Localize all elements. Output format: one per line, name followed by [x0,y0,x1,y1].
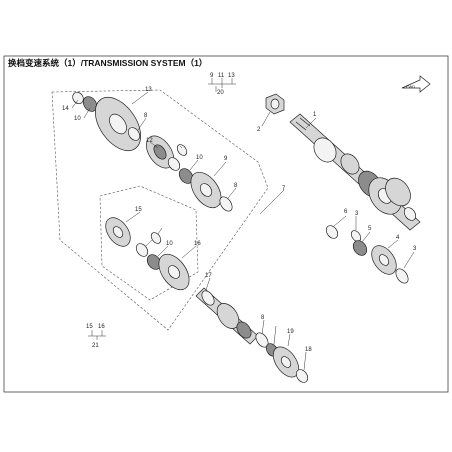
callout-8-upper: 8 [144,113,148,119]
countershaft [195,287,259,345]
washer-8-upper [127,127,141,141]
gear-19-bore [280,356,292,368]
callout-15-bottom: 15 [86,324,93,330]
callout-13-top: 13 [228,73,235,79]
callout-10-lower: 10 [166,241,173,247]
callout-12: 12 [146,138,153,144]
callout-15-gear: 15 [135,207,142,213]
callout-5: 5 [368,226,372,232]
callout-3-upper: 3 [355,211,359,217]
washer-14 [72,91,84,105]
washer-3-lower [395,268,409,284]
bearing-10-lower [146,254,162,270]
callout-8-lower: 8 [261,315,265,321]
main-shaft [289,113,421,231]
shaft-nut [265,93,285,115]
callout-16-bottom: 16 [98,324,105,330]
leader-lines [71,78,415,371]
bearing-10-upper [82,96,98,112]
callout-19: 19 [287,329,294,335]
callout-10-top: 10 [74,116,81,122]
callout-13-gear: 13 [145,87,152,93]
callout-6: 6 [344,209,348,215]
callout-3-lower: 3 [413,246,417,252]
diagram-title: 换档变速系统（1）/TRANSMISSION SYSTEM（1） [8,58,207,68]
washer-6 [325,225,339,239]
callout-2: 2 [257,127,261,133]
washer-18 [295,369,309,383]
callout-1: 1 [313,112,317,118]
gear-15-bore [112,226,124,238]
callout-17: 17 [205,273,212,279]
washer-8-middle [135,243,149,257]
callout-9-top: 9 [210,73,214,79]
callout-21: 21 [92,343,99,349]
gear-9-bore [199,183,213,197]
callout-18: 18 [305,347,312,353]
callout-20: 20 [217,90,224,96]
callout-11: 11 [218,73,225,79]
washer-upper-group [167,157,181,171]
diagram-frame [3,55,449,393]
hub-12-core [153,144,167,160]
washer-8-right [219,196,233,212]
washer-3-group [176,144,188,156]
washer-3-middle [150,232,162,244]
callout-16-gear: 16 [194,241,201,247]
callout-8-right: 8 [234,183,238,189]
callout-10-middle: 10 [196,155,203,161]
callout-4: 4 [396,235,400,241]
fwd-arrow-icon: FWD [401,75,431,93]
callout-14: 14 [62,106,69,112]
gear-16-bore [167,265,181,279]
callout-9-gear: 9 [224,156,228,162]
group-box-upper [51,89,269,331]
gear-4-bore [378,254,390,266]
gear-13-bore [109,113,127,135]
callout-7: 7 [282,186,286,192]
group-box-middle [99,185,199,301]
svg-text:FWD: FWD [406,84,415,89]
bearing-5 [352,240,368,256]
